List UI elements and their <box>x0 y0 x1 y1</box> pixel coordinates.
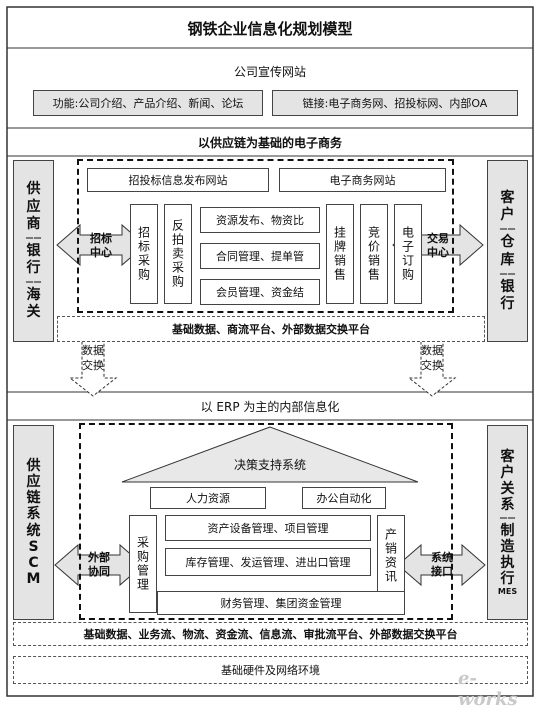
erp-platform: 基础数据、业务流、物流、资金流、信息流、审批流平台、外部数据交换平台 <box>13 622 528 646</box>
supplier-bank-customs-label: 供 应 商 —— 银 行 —— 海 关 <box>13 160 54 342</box>
side-char: 客 <box>500 448 515 465</box>
arrow-text: 外部 <box>88 551 110 565</box>
side-char: S <box>28 538 39 555</box>
decision-support-label: 决策支持系统 <box>233 457 306 472</box>
e-order-column: 电子订购 <box>394 204 422 304</box>
side-char: 关 <box>26 304 41 321</box>
center-text: 中心 <box>427 245 449 259</box>
side-char: 商 <box>26 215 41 232</box>
inventory-shipping-box: 库存管理、发运管理、进出口管理 <box>165 548 371 576</box>
side-char: 银 <box>26 242 41 259</box>
website-header: 公司宣传网站 <box>8 60 532 82</box>
page-title: 钢铁企业信息化规划模型 <box>8 9 532 47</box>
contract-management-box: 合同管理、提单管 <box>200 243 320 269</box>
system-interface-arrow <box>397 543 486 587</box>
system-interface-label: 系统 接口 <box>421 551 463 578</box>
oa-box: 办公自动化 <box>302 487 386 509</box>
side-char: 造 <box>500 538 515 555</box>
resource-release-box: 资源发布、物资比 <box>200 207 320 233</box>
listed-sales-column: 挂牌销售 <box>326 204 354 304</box>
exchange-text: 数据 <box>82 344 104 358</box>
side-char: 行 <box>500 570 515 587</box>
bid-purchase-column: 招标采购 <box>130 204 158 304</box>
side-char: 链 <box>26 490 41 507</box>
website-functions: 功能:公司介绍、产品介绍、新闻、论坛 <box>33 90 263 116</box>
side-char: 应 <box>26 474 41 491</box>
ecommerce-header: 以供应链为基础的电子商务 <box>8 130 532 154</box>
side-char: —— <box>25 277 42 287</box>
infrastructure-box: 基础硬件及网络环境 <box>13 656 528 684</box>
hr-box: 人力资源 <box>150 487 266 509</box>
customer-warehouse-bank-label: 客 户 —— 仓 库 —— 银 行 <box>487 160 528 342</box>
ecommerce-dashed-frame <box>77 159 454 313</box>
decision-support-triangle <box>121 426 419 483</box>
erp-header: 以 ERP 为主的内部信息化 <box>200 399 340 414</box>
side-char: 执 <box>500 554 515 571</box>
arrow-text: 接口 <box>431 564 453 578</box>
side-char: M <box>26 570 41 587</box>
side-char: 银 <box>500 278 515 295</box>
reverse-auction-column: 反拍卖采购 <box>164 204 192 304</box>
trading-center-label: 交易 中心 <box>416 232 460 259</box>
outer-frame <box>6 6 534 697</box>
side-char: 库 <box>500 251 515 268</box>
side-char: —— <box>25 232 42 242</box>
scm-label: 供 应 链 系 统 S C M <box>13 425 54 620</box>
arrow-text: 协同 <box>88 564 110 578</box>
side-char: C <box>28 554 39 571</box>
ecommerce-platform: 基础数据、商流平台、外部数据交换平台 <box>57 316 485 342</box>
side-char: —— <box>499 268 516 278</box>
side-char: 供 <box>26 181 41 198</box>
bidding-info-site: 招投标信息发布网站 <box>87 168 269 192</box>
side-char: 供 <box>26 458 41 475</box>
side-char: 行 <box>500 295 515 312</box>
exchange-text: 数据 <box>421 344 443 358</box>
side-char: 行 <box>26 260 41 277</box>
eworks-logo: e-works <box>458 668 518 710</box>
asset-project-box: 资产设备管理、项目管理 <box>165 515 371 541</box>
purchasing-column: 采购管理 <box>129 515 157 613</box>
ecommerce-site: 电子商务网站 <box>279 168 446 192</box>
side-char: —— <box>499 513 516 523</box>
exchange-text: 交换 <box>421 358 443 372</box>
member-management-box: 会员管理、资金结 <box>200 279 320 305</box>
side-char: —— <box>499 224 516 234</box>
external-collab-label: 外部 协同 <box>78 551 120 578</box>
arrow-text: 系统 <box>431 551 453 565</box>
exchange-text: 交换 <box>82 358 104 372</box>
crm-mes-label: 客 户 关 系 —— 制 造 执 行 MES <box>487 425 528 620</box>
side-char: 应 <box>26 198 41 215</box>
side-char: 海 <box>26 287 41 304</box>
side-char: 关 <box>500 481 515 498</box>
side-char: 户 <box>500 465 515 482</box>
center-text: 交易 <box>427 232 449 246</box>
side-char: 系 <box>500 497 515 514</box>
erp-dashed-frame <box>79 423 453 620</box>
bid-sales-column: 竞价销售 <box>360 204 388 304</box>
finance-box: 财务管理、集团资金管理 <box>157 591 405 615</box>
data-exchange-label-right: 数据 交换 <box>421 340 443 376</box>
mes-text: MES <box>497 586 518 596</box>
side-char: 系 <box>26 506 41 523</box>
bidding-center-label: 招标 中心 <box>80 232 122 259</box>
center-text: 招标 <box>90 232 112 246</box>
side-char: 制 <box>500 522 515 539</box>
sales-info-column: 产销资讯 <box>377 515 405 597</box>
side-char: 统 <box>26 522 41 539</box>
side-char: 客 <box>500 190 515 207</box>
side-char: 仓 <box>500 234 515 251</box>
side-char: 户 <box>500 207 515 224</box>
website-links: 链接:电子商务网、招投标网、内部OA <box>272 90 518 116</box>
center-text: 中心 <box>90 245 112 259</box>
data-exchange-label-left: 数据 交换 <box>82 340 104 376</box>
